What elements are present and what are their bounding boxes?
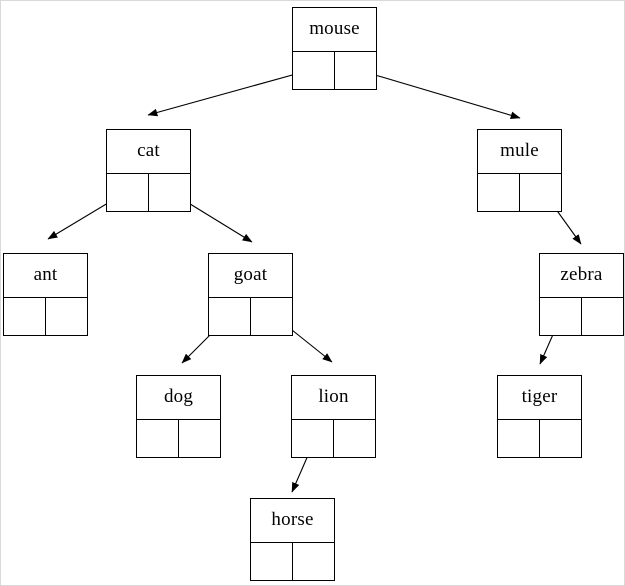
tree-node-pointer-cells xyxy=(107,174,190,211)
tree-node-dog[interactable]: dog xyxy=(136,375,221,458)
tree-node-cat[interactable]: cat xyxy=(106,129,191,212)
tree-node-zebra[interactable]: zebra xyxy=(539,253,624,336)
tree-node-label: mule xyxy=(478,130,561,174)
tree-node-goat[interactable]: goat xyxy=(208,253,293,336)
tree-node-label: ant xyxy=(4,254,87,298)
right-pointer-cell[interactable] xyxy=(334,420,376,457)
tree-node-label: goat xyxy=(209,254,292,298)
left-pointer-cell[interactable] xyxy=(478,174,520,211)
tree-node-pointer-cells xyxy=(292,420,375,457)
tree-node-tiger[interactable]: tiger xyxy=(497,375,582,458)
tree-node-label: dog xyxy=(137,376,220,420)
tree-node-pointer-cells xyxy=(498,420,581,457)
tree-node-horse[interactable]: horse xyxy=(250,498,335,581)
left-pointer-cell[interactable] xyxy=(540,298,582,335)
tree-node-pointer-cells xyxy=(478,174,561,211)
tree-node-pointer-cells xyxy=(293,52,376,89)
right-pointer-cell[interactable] xyxy=(251,298,293,335)
right-pointer-cell[interactable] xyxy=(582,298,624,335)
tree-node-mule[interactable]: mule xyxy=(477,129,562,212)
tree-node-ant[interactable]: ant xyxy=(3,253,88,336)
left-pointer-cell[interactable] xyxy=(107,174,149,211)
left-pointer-cell[interactable] xyxy=(137,420,179,457)
tree-node-pointer-cells xyxy=(251,543,334,580)
left-pointer-cell[interactable] xyxy=(251,543,293,580)
left-pointer-cell[interactable] xyxy=(4,298,46,335)
right-pointer-cell[interactable] xyxy=(149,174,191,211)
left-pointer-cell[interactable] xyxy=(292,420,334,457)
tree-node-label: lion xyxy=(292,376,375,420)
tree-node-label: tiger xyxy=(498,376,581,420)
right-pointer-cell[interactable] xyxy=(335,52,377,89)
right-pointer-cell[interactable] xyxy=(179,420,221,457)
tree-node-label: horse xyxy=(251,499,334,543)
right-pointer-cell[interactable] xyxy=(46,298,88,335)
left-pointer-cell[interactable] xyxy=(209,298,251,335)
left-pointer-cell[interactable] xyxy=(293,52,335,89)
tree-node-label: zebra xyxy=(540,254,623,298)
right-pointer-cell[interactable] xyxy=(293,543,335,580)
right-pointer-cell[interactable] xyxy=(540,420,582,457)
tree-node-pointer-cells xyxy=(4,298,87,335)
tree-node-mouse[interactable]: mouse xyxy=(292,7,377,90)
tree-node-label: cat xyxy=(107,130,190,174)
tree-node-label: mouse xyxy=(293,8,376,52)
edge-mouse-to-cat xyxy=(147,68,315,117)
right-pointer-cell[interactable] xyxy=(520,174,562,211)
tree-node-pointer-cells xyxy=(540,298,623,335)
left-pointer-cell[interactable] xyxy=(498,420,540,457)
edge-mouse-to-mule xyxy=(354,68,521,120)
tree-node-pointer-cells xyxy=(209,298,292,335)
tree-node-lion[interactable]: lion xyxy=(291,375,376,458)
tree-node-pointer-cells xyxy=(137,420,220,457)
